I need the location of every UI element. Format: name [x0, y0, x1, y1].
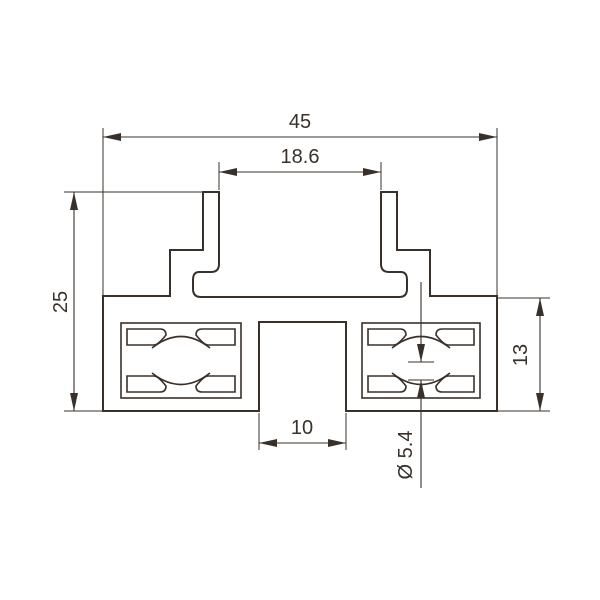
dimension-bottom-slot-width: 10 — [259, 417, 346, 447]
dimension-label-base-height: 13 — [510, 344, 532, 366]
dimension-label-bottom-slot-width: 10 — [291, 417, 313, 439]
dimension-overall-height: 25 — [50, 192, 78, 411]
dimension-base-height: 13 — [510, 298, 544, 411]
extension-lines — [64, 128, 550, 450]
dimension-label-slot-width: 18.6 — [281, 146, 320, 168]
dimension-label-hole-diameter: Ø 5.4 — [395, 431, 417, 480]
dimension-slot-width: 18.6 — [219, 146, 381, 176]
dimension-label-overall-height: 25 — [50, 291, 72, 313]
left-chamber — [120, 322, 242, 399]
profile-outline — [102, 191, 498, 412]
dimension-hole-diameter: Ø 5.4 — [395, 282, 434, 488]
dimension-label-overall-width: 45 — [289, 111, 311, 133]
dimension-overall-width: 45 — [103, 111, 497, 141]
